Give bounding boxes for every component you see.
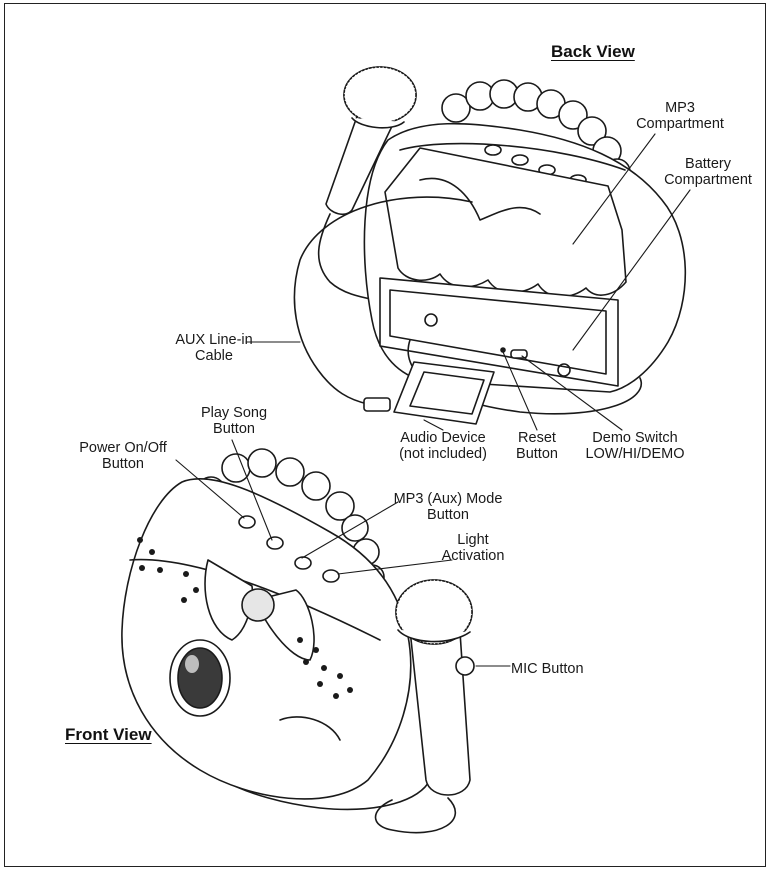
mic-button-label: MIC Button xyxy=(511,661,584,677)
mic-button-icon xyxy=(455,656,475,676)
audio-device xyxy=(393,361,495,425)
front-mouth xyxy=(279,716,341,741)
back-microphone xyxy=(325,66,417,216)
reset-button-dot xyxy=(500,347,506,353)
front-view-karaoke-unit xyxy=(121,448,475,834)
front-dot-pattern xyxy=(137,537,353,699)
aux-line-in-cable xyxy=(293,196,473,405)
demo-switch xyxy=(510,349,528,359)
audio-device-label: Audio Device(not included) xyxy=(399,430,487,462)
back-view-title: Back View xyxy=(551,42,635,61)
front-microphone xyxy=(395,579,475,796)
front-leader-lines xyxy=(175,439,511,667)
front-mic-cord xyxy=(374,797,456,834)
front-purse-body xyxy=(121,478,412,800)
back-view-karaoke-unit xyxy=(293,66,687,425)
front-view-title: Front View xyxy=(65,725,152,744)
front-speaker-eye xyxy=(169,639,231,717)
back-leader-lines xyxy=(245,133,691,431)
front-top-buttons xyxy=(238,515,340,583)
battery-compartment xyxy=(379,277,619,387)
